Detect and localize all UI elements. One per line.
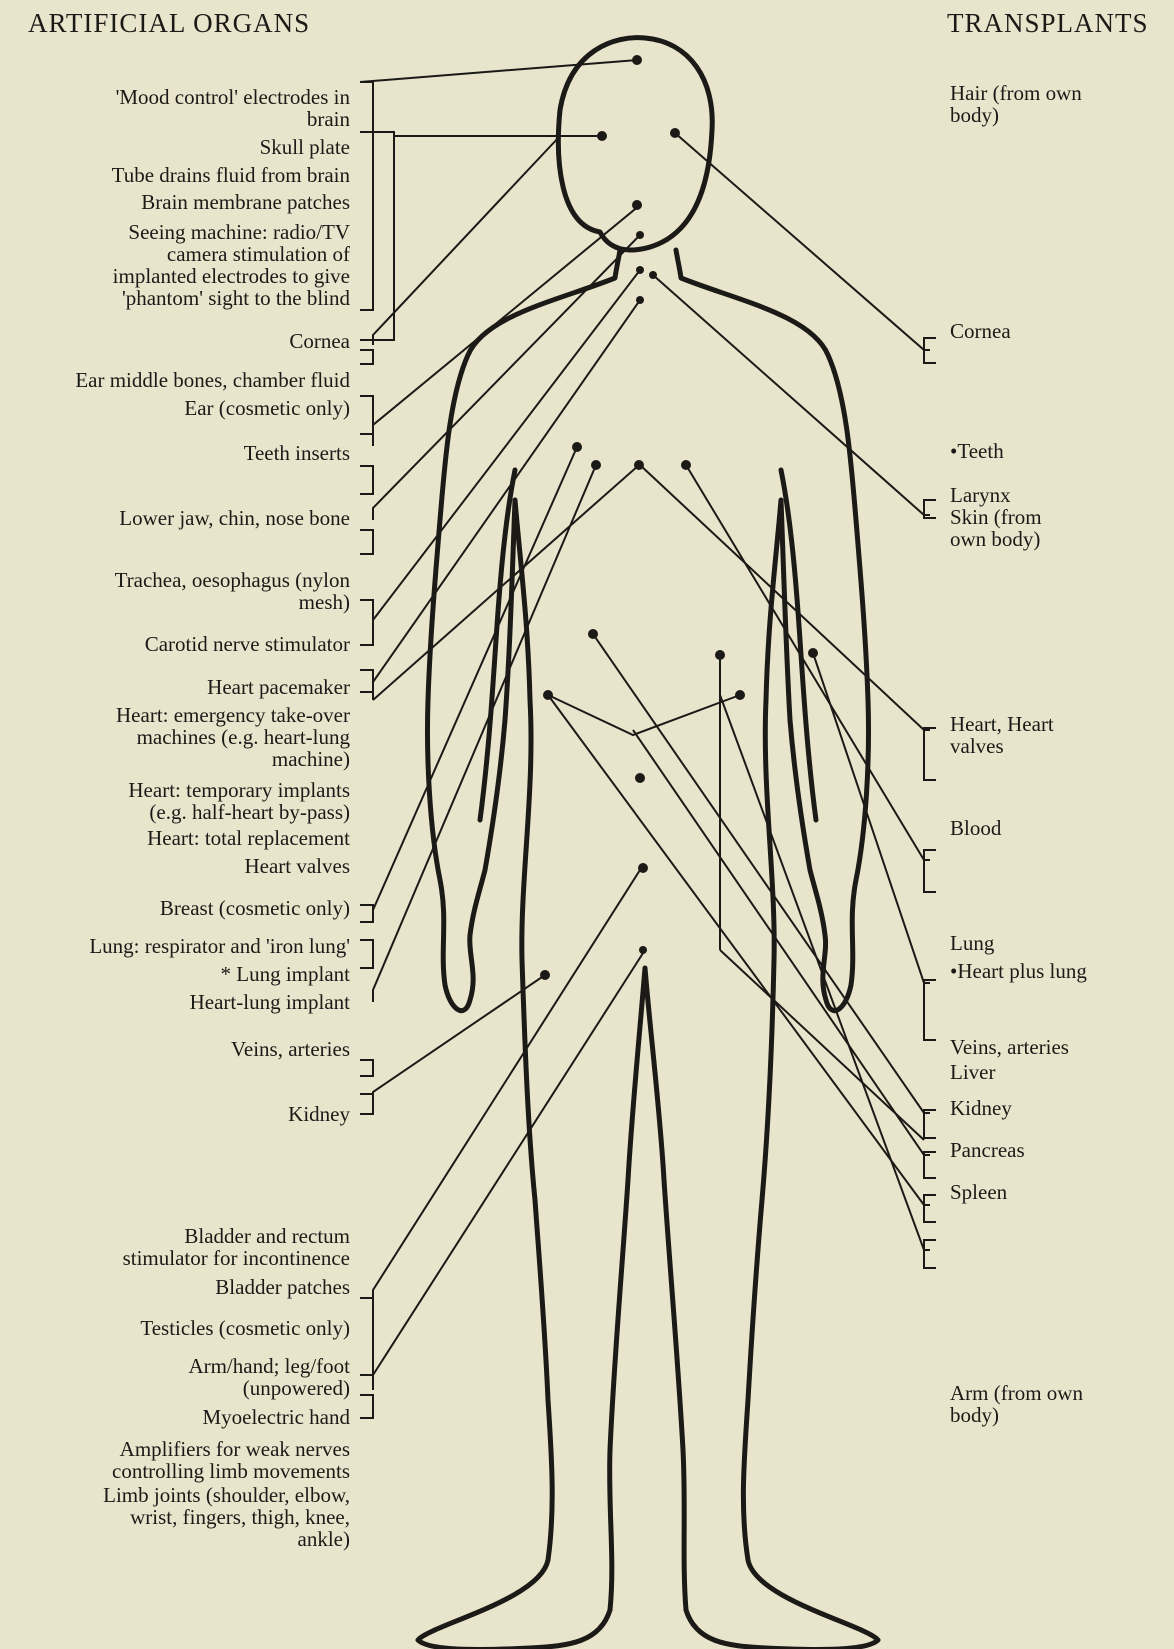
artificial-organ-label: Brain membrane patches: [141, 191, 350, 213]
artificial-organ-label: Heart valves: [244, 855, 350, 877]
artificial-organ-label: Breast (cosmetic only): [160, 897, 350, 919]
artificial-organ-label: Cornea: [289, 330, 350, 352]
artificial-organ-label: Testicles (cosmetic only): [140, 1317, 350, 1339]
transplants-heading: TRANSPLANTS: [947, 8, 1149, 39]
artificial-organ-label: Limb joints (shoulder, elbow,wrist, fing…: [103, 1484, 350, 1550]
artificial-organ-label: Bladder patches: [215, 1276, 350, 1298]
artificial-organs-heading: ARTIFICIAL ORGANS: [28, 8, 310, 39]
transplant-label: •Teeth: [950, 440, 1004, 462]
artificial-organ-label: Heart: total replacement: [147, 827, 350, 849]
artificial-organ-label: Arm/hand; leg/foot(unpowered): [188, 1355, 350, 1399]
artificial-organ-label: Lung: respirator and 'iron lung': [89, 935, 350, 957]
transplant-label: •Heart plus lung: [950, 960, 1087, 982]
artificial-organ-label: Ear middle bones, chamber fluid: [75, 369, 350, 391]
artificial-organ-label: * Lung implant: [221, 963, 351, 985]
transplant-label: Kidney: [950, 1097, 1012, 1119]
artificial-organ-label: Tube drains fluid from brain: [112, 164, 350, 186]
artificial-organ-label: Kidney: [288, 1103, 350, 1125]
transplant-label: Lung: [950, 932, 994, 954]
transplant-label: Blood: [950, 817, 1001, 839]
transplant-label: Spleen: [950, 1181, 1007, 1203]
artificial-organ-label: Heart pacemaker: [207, 676, 350, 698]
artificial-organ-label: Veins, arteries: [231, 1038, 350, 1060]
artificial-organ-label: Myoelectric hand: [202, 1406, 350, 1428]
transplant-label: Cornea: [950, 320, 1011, 342]
transplant-label: Larynx: [950, 484, 1011, 506]
transplant-label: Liver: [950, 1061, 995, 1083]
artificial-organ-label: Ear (cosmetic only): [184, 397, 350, 419]
artificial-organ-label: Lower jaw, chin, nose bone: [119, 507, 350, 529]
artificial-organ-label: Teeth inserts: [244, 442, 350, 464]
artificial-organ-label: Skull plate: [260, 136, 350, 158]
artificial-organ-label: Carotid nerve stimulator: [145, 633, 350, 655]
organ-dots: [540, 55, 818, 980]
body-outline: [418, 38, 878, 1649]
artificial-organ-label: Heart: temporary implants(e.g. half-hear…: [128, 779, 350, 823]
transplant-label: Pancreas: [950, 1139, 1025, 1161]
artificial-organ-label: Heart-lung implant: [190, 991, 350, 1013]
brackets: [360, 82, 936, 1418]
transplant-label: Veins, arteries: [950, 1036, 1069, 1058]
